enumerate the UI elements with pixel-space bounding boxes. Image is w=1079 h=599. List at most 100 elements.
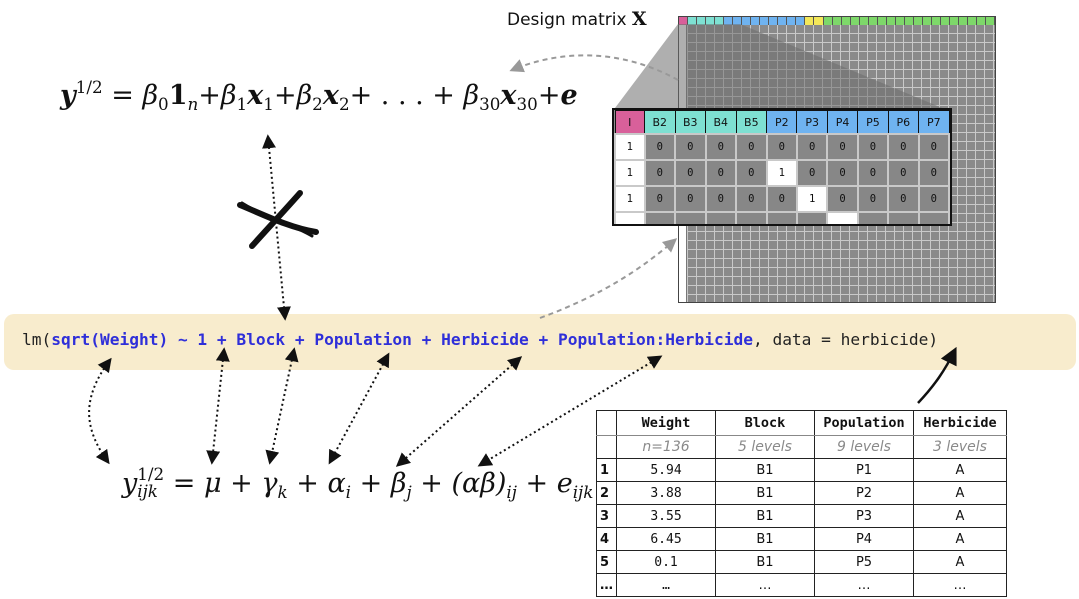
response-exponent: 1/2 bbox=[75, 77, 103, 98]
thumbnail-header-cell bbox=[760, 17, 770, 25]
block-link-arrow bbox=[265, 347, 299, 465]
response-var: y bbox=[60, 80, 76, 111]
design-matrix-cell: 1 bbox=[614, 133, 646, 161]
thumbnail-header-cell bbox=[697, 17, 707, 25]
row-number: 1 bbox=[596, 458, 617, 482]
thumbnail-header-cell bbox=[968, 17, 978, 25]
design-matrix-cell: 0 bbox=[765, 133, 798, 161]
data-table-cell: P1 bbox=[814, 458, 914, 482]
column-subheader: 5 levels bbox=[715, 435, 815, 459]
lm-call: lm(sqrt(Weight) ~ 1 + Block + Population… bbox=[22, 330, 938, 349]
design-matrix-symbol: X bbox=[631, 8, 647, 30]
design-matrix-cell bbox=[614, 211, 646, 224]
row-number: 4 bbox=[596, 527, 617, 551]
column-header: Herbicide bbox=[913, 410, 1007, 436]
design-matrix-cell: 0 bbox=[795, 133, 829, 161]
thumbnail-header-cell bbox=[877, 17, 887, 25]
design-matrix-column-header: P5 bbox=[857, 110, 889, 135]
design-matrix-cell: 0 bbox=[887, 133, 920, 161]
design-matrix-cell: 0 bbox=[735, 185, 768, 213]
data-table-cell: … bbox=[616, 573, 716, 597]
design-matrix-cell: 0 bbox=[674, 185, 707, 213]
data-table-cell: A bbox=[913, 504, 1007, 528]
thumbnail-header-cell bbox=[688, 17, 698, 25]
thumbnail-header-cell bbox=[886, 17, 896, 25]
design-matrix-column-header: B3 bbox=[674, 110, 707, 135]
design-matrix-title: Design matrix X bbox=[507, 8, 647, 30]
data-table-row: …………… bbox=[596, 573, 1007, 597]
design-matrix-cell bbox=[917, 211, 950, 224]
data-table-cell: 3.88 bbox=[616, 481, 716, 505]
design-matrix-cell bbox=[887, 211, 920, 224]
design-matrix-cell: 0 bbox=[856, 133, 890, 161]
design-matrix-cell bbox=[674, 211, 707, 224]
design-matrix-cell: 0 bbox=[674, 159, 707, 187]
thumbnail-header-cell bbox=[868, 17, 878, 25]
design-matrix-cell: 0 bbox=[917, 133, 950, 161]
column-header: Block bbox=[715, 410, 815, 436]
matrix-to-equation-arrow bbox=[509, 54, 679, 81]
data-table-cell: B1 bbox=[715, 504, 815, 528]
design-matrix-cell: 0 bbox=[887, 185, 920, 213]
data-table-cell: A bbox=[913, 481, 1007, 505]
thumbnail-header-cell bbox=[949, 17, 959, 25]
row-number: 3 bbox=[596, 504, 617, 528]
design-matrix-cell: 0 bbox=[856, 185, 890, 213]
data-table-cell: A bbox=[913, 458, 1007, 482]
thumbnail-header-cell bbox=[931, 17, 941, 25]
column-subheader: 3 levels bbox=[913, 435, 1007, 459]
code-tail: , data = herbicide) bbox=[752, 330, 939, 349]
thumbnail-header-cell bbox=[895, 17, 905, 25]
thumbnail-header-cell bbox=[850, 17, 860, 25]
thumbnail-header-cell bbox=[769, 17, 779, 25]
design-matrix-cell: 0 bbox=[826, 185, 859, 213]
design-matrix-cell bbox=[704, 211, 738, 224]
data-table-cell: B1 bbox=[715, 458, 815, 482]
design-matrix-cell bbox=[735, 211, 768, 224]
design-matrix-cell: 1 bbox=[614, 159, 646, 187]
thumbnail-header-cell bbox=[778, 17, 788, 25]
design-matrix-column-header: I bbox=[614, 110, 645, 135]
thumbnail-header-cell bbox=[823, 17, 833, 25]
thumbnail-header-cell bbox=[742, 17, 752, 25]
row-number-subheader bbox=[596, 435, 617, 459]
column-subheader: n=136 bbox=[616, 435, 716, 459]
design-matrix-cell: 0 bbox=[795, 159, 829, 187]
population-link-arrow bbox=[328, 352, 390, 465]
column-header: Population bbox=[814, 410, 914, 436]
data-table-cell: P4 bbox=[814, 527, 914, 551]
code-fn: lm( bbox=[22, 330, 52, 349]
herbicide-link-arrow bbox=[395, 356, 523, 467]
thumbnail-header-cell bbox=[724, 17, 734, 25]
design-matrix-label: Design matrix bbox=[507, 10, 627, 30]
herbicide-data-table: Weight Block Population Herbicide n=136 … bbox=[596, 410, 1007, 597]
thumbnail-header-cell bbox=[796, 17, 806, 25]
thumbnail-header-cell bbox=[679, 17, 689, 25]
top-eq-to-code-arrow bbox=[262, 134, 291, 321]
design-matrix-cell: 0 bbox=[917, 159, 950, 187]
cross-mark bbox=[237, 190, 319, 249]
data-table-header-row: Weight Block Population Herbicide bbox=[596, 410, 1007, 436]
design-matrix-cell: 0 bbox=[826, 159, 859, 187]
data-table-cell: 3.55 bbox=[616, 504, 716, 528]
data-table-cell: A bbox=[913, 527, 1007, 551]
data-table-cell: A bbox=[913, 550, 1007, 574]
thumbnail-header-cell bbox=[940, 17, 950, 25]
design-matrix-cell bbox=[856, 211, 890, 224]
response-var: y bbox=[122, 468, 138, 500]
design-matrix-column-header: P7 bbox=[918, 110, 950, 135]
data-table-cell: B1 bbox=[715, 550, 815, 574]
data-table-cell: B1 bbox=[715, 481, 815, 505]
design-matrix-cell: 0 bbox=[643, 185, 676, 213]
data-table-cell: … bbox=[913, 573, 1007, 597]
data-table-cell: P5 bbox=[814, 550, 914, 574]
